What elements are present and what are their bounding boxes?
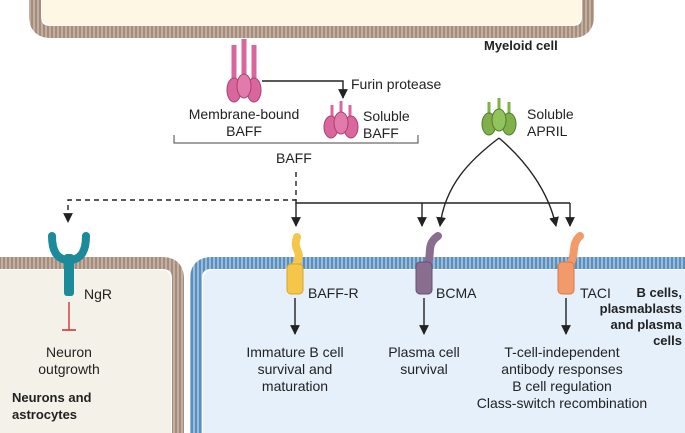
neurons-astrocytes-label: Neurons and astrocytes [12,390,92,422]
bcma-label: BCMA [436,285,477,301]
soluble-april-icon [481,98,517,136]
baff-bracket [173,135,419,144]
furin-label: Furin protease [351,76,442,92]
baff-distribution-line [295,200,570,204]
soluble-april-label: Soluble APRIL [527,106,574,139]
taci-outcome-label: T-cell-independent antibody responses B … [476,344,648,411]
soluble-baff-label: Soluble BAFF [363,108,410,141]
april-bcma-arrow [436,137,500,227]
myeloid-cell [29,0,594,38]
neuron-outgrowth-label: Neuron outgrowth [38,344,100,377]
b-cell-label: B cells, plasmablasts and plasma cells [599,285,682,348]
taci-receptor-icon [557,232,584,295]
baffr-outcome-label: Immature B cell survival and maturation [246,344,344,394]
soluble-baff-icon [323,101,359,139]
april-taci-arrow [498,137,559,227]
baff-ngr-arrow [63,172,297,223]
myeloid-cell-label: Myeloid cell [484,38,558,53]
ngr-label: NgR [84,286,113,302]
furin-arrow [262,80,348,99]
ngr-receptor-icon [48,232,90,296]
baff-r-receptor-icon [286,233,304,295]
b-cell [190,257,685,433]
taci-label: TACI [580,285,611,301]
baff-label: BAFF [276,150,312,166]
bcma-receptor-icon [415,232,442,295]
membrane-bound-baff-icon [226,39,262,103]
ngr-inhibition [62,302,76,331]
membrane-bound-baff-label: Membrane-bound BAFF [188,106,300,139]
neuron-cell [0,257,184,433]
bcma-outcome-label: Plasma cell survival [388,344,460,377]
baff-r-label: BAFF-R [308,285,359,301]
